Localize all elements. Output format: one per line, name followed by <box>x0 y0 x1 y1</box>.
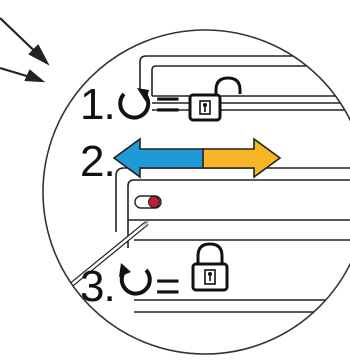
step-1: 1. = <box>80 76 242 129</box>
locked-padlock-icon <box>191 242 229 292</box>
lower-panel <box>115 167 350 313</box>
lock-indicator-icon <box>134 195 162 209</box>
rotate-clockwise-icon <box>119 263 152 296</box>
step-1-equals: = <box>155 80 180 129</box>
step-3-number: 3. <box>80 262 115 311</box>
rotate-counterclockwise-icon <box>118 88 151 120</box>
unlocked-padlock-icon <box>188 76 242 122</box>
step-2: 2. <box>80 137 282 186</box>
step-2-number: 2. <box>80 137 115 186</box>
step-3-equals: = <box>155 262 180 311</box>
magnified-view <box>43 55 350 354</box>
double-arrow-slide-icon <box>112 137 282 179</box>
pointer-arrow-icon <box>0 17 50 83</box>
step-3: 3. = <box>80 242 229 311</box>
step-1-number: 1. <box>80 80 115 129</box>
magnifier-circle <box>42 29 350 355</box>
